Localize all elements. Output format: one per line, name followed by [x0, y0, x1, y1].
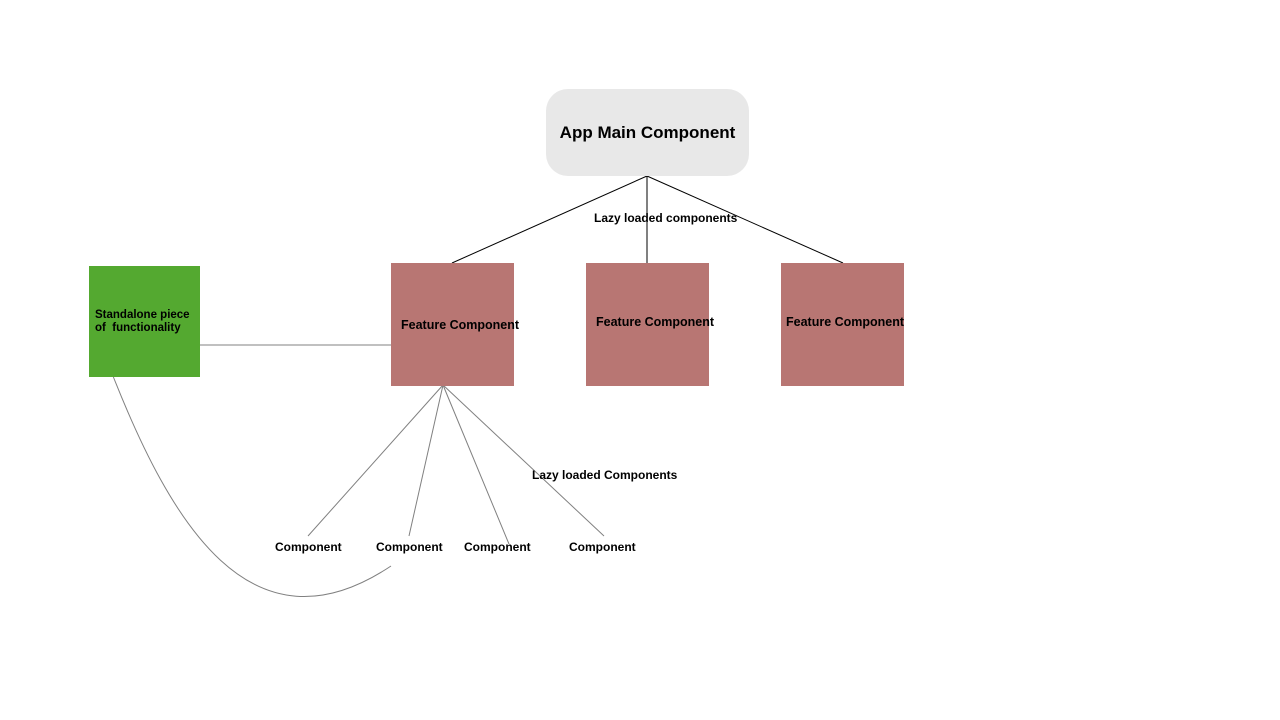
edge-feature-component-1 — [307, 384, 444, 537]
app-main-component-node: App Main Component — [546, 89, 749, 176]
feature-component-label-1: Feature Component — [401, 317, 520, 332]
standalone-functionality-node: Standalone piece of functionality — [89, 266, 200, 377]
edge-feature-component-3 — [442, 384, 510, 545]
edge-feature-component-2 — [408, 384, 444, 537]
component-label-4: Component — [569, 540, 636, 554]
edge-standalone-component-2 — [112, 375, 392, 597]
lazy-loaded-child-components-label: Lazy loaded Components — [532, 468, 678, 482]
edge-root-feature-1 — [451, 175, 648, 264]
feature-component-label-3: Feature Component — [786, 314, 905, 329]
feature-component-node-3: Feature Component — [781, 263, 904, 386]
standalone-functionality-label: Standalone piece of functionality — [95, 308, 190, 334]
component-label-2: Component — [376, 540, 443, 554]
component-label-3: Component — [464, 540, 531, 554]
feature-component-node-1: Feature Component — [391, 263, 519, 386]
app-main-component-label: App Main Component — [559, 122, 736, 142]
edge-root-feature-3 — [646, 175, 844, 264]
edge-feature-component-4 — [442, 384, 605, 537]
feature-component-node-2: Feature Component — [586, 263, 714, 386]
component-label-1: Component — [275, 540, 342, 554]
lazy-loaded-components-label: Lazy loaded components — [594, 211, 738, 225]
feature-component-label-2: Feature Component — [596, 314, 715, 329]
